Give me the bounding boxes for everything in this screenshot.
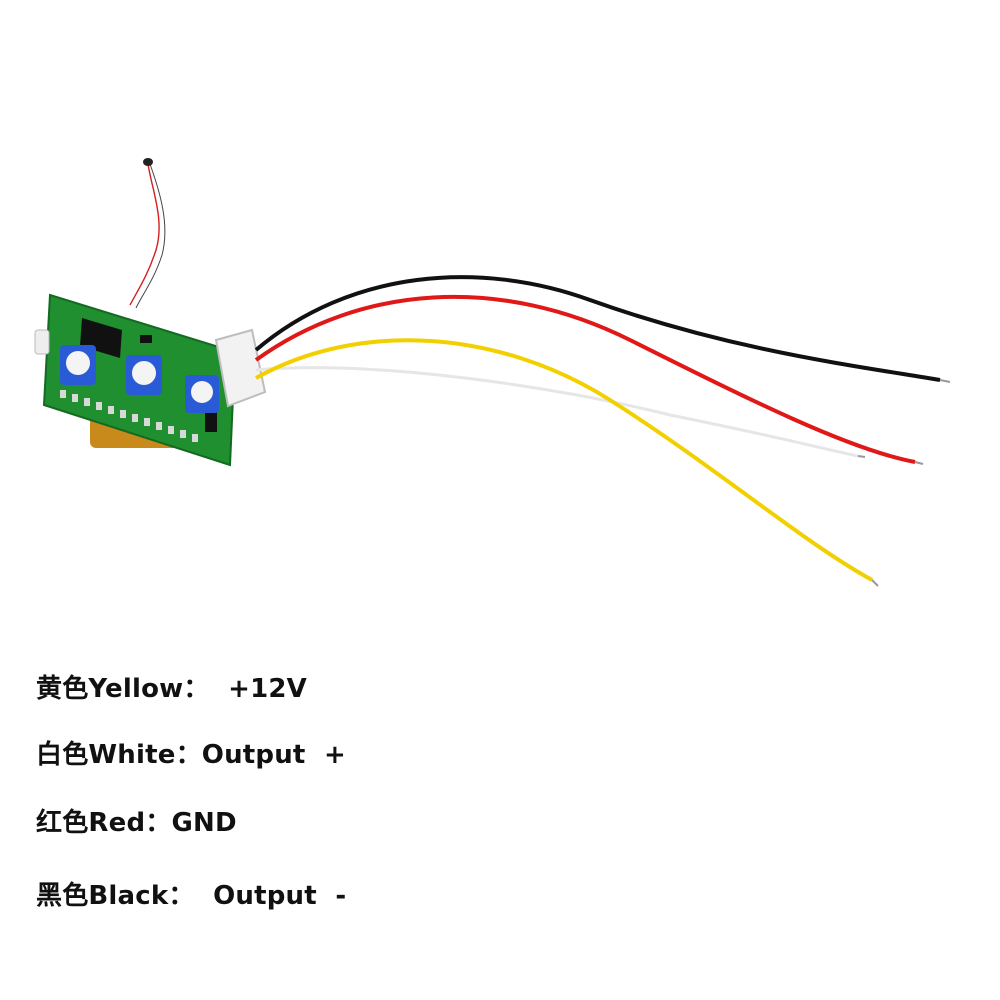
potentiometers [60, 345, 219, 413]
legend-black-wire: 黑色Black： Output - [36, 881, 347, 911]
thermistor-probe [129, 158, 166, 309]
legend-yellow-wire: 黄色Yellow： +12V [36, 674, 307, 704]
legend-red-wire: 红色Red：GND [36, 808, 237, 838]
wire-connector [214, 328, 267, 408]
wires [254, 275, 951, 587]
legend-white-wire: 白色White：Output + [36, 740, 347, 770]
product-photo [34, 158, 951, 587]
